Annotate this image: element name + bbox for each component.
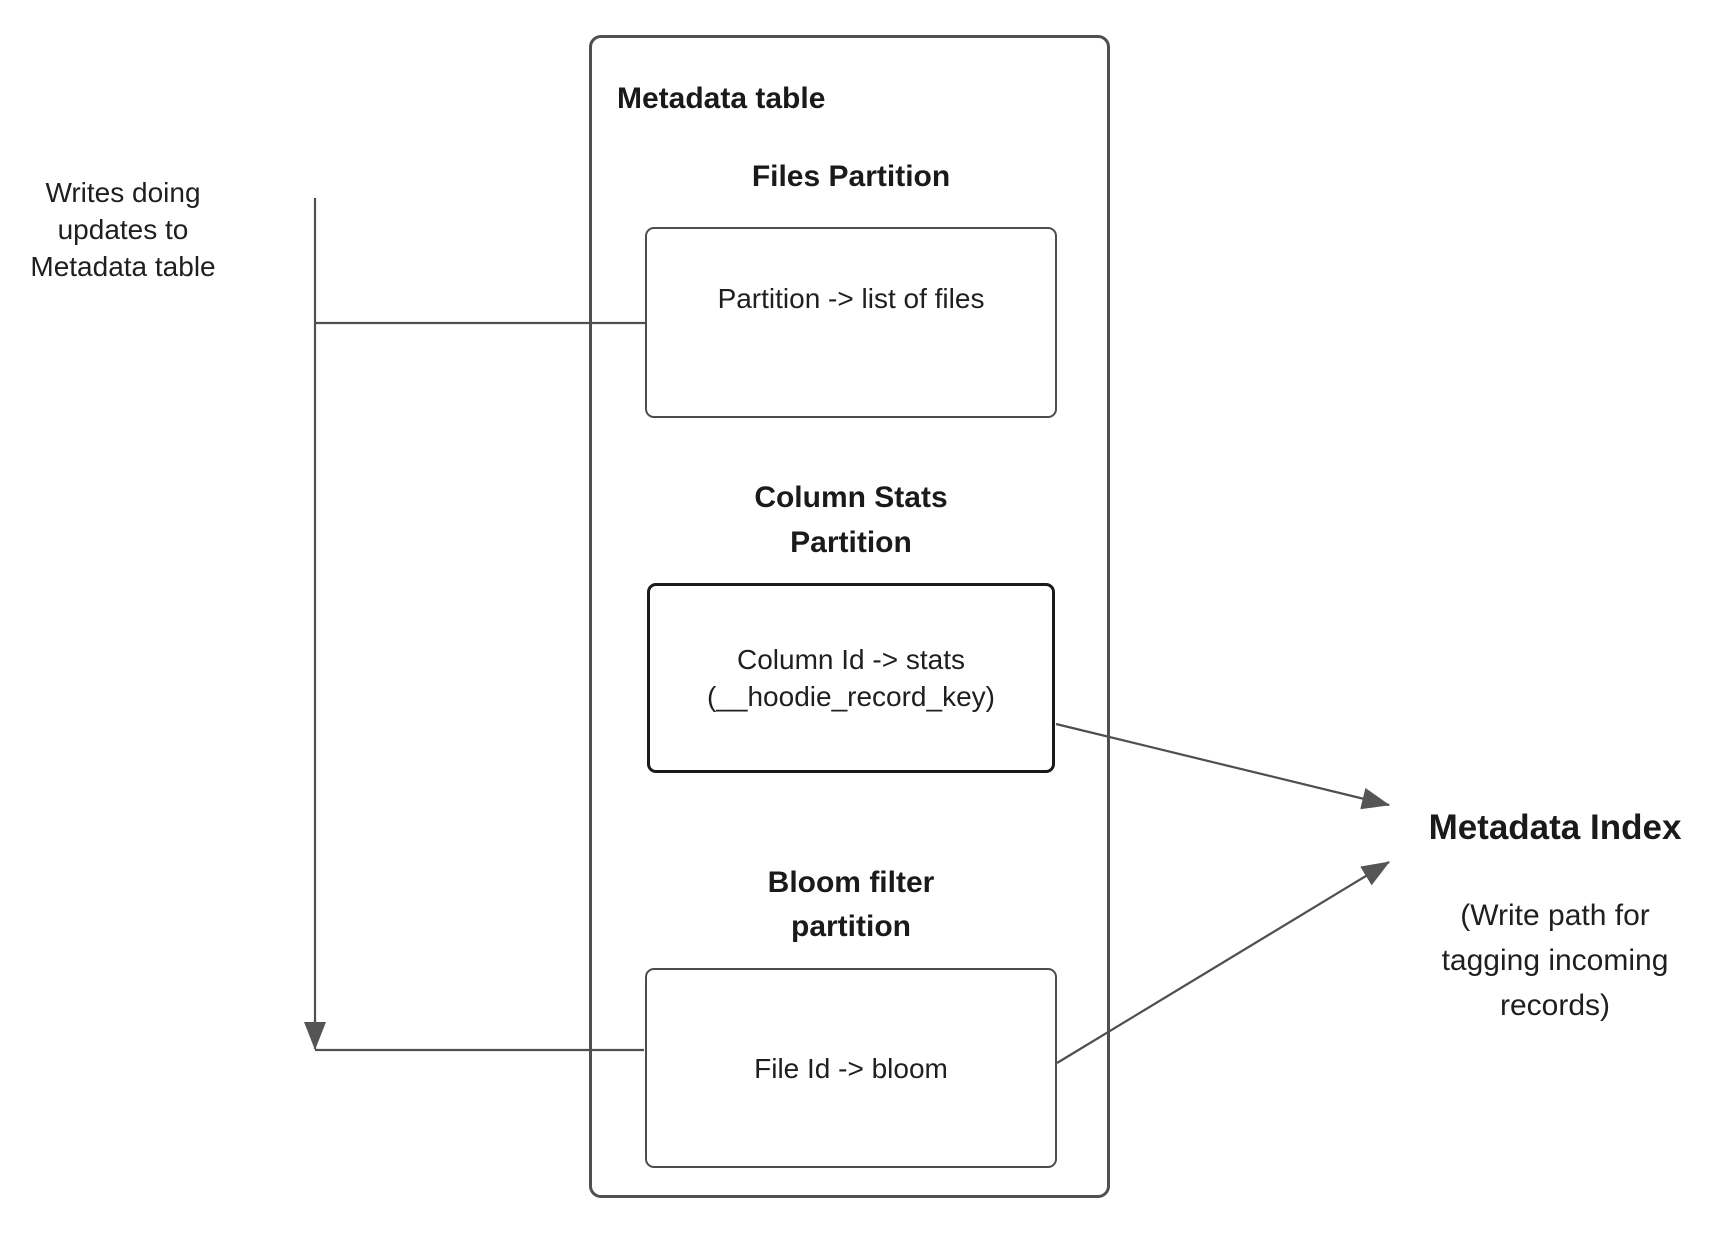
column-stats-partition-box: Column Id -> stats (__hoodie_record_key) [647,583,1055,773]
column-stats-box-text: Column Id -> stats (__hoodie_record_key) [707,641,995,715]
files-partition-box: Partition -> list of files [645,227,1057,418]
metadata-index-note: (Write path for tagging incoming records… [1441,899,1669,1022]
files-partition-heading: Files Partition [751,160,951,193]
column-stats-partition-heading: Column Stats Partition [754,481,948,559]
column-stats-box-text-line1: Column Id -> stats [737,644,965,675]
bloom-filter-partition-box: File Id -> bloom [645,968,1057,1168]
column-stats-box-text-line2: (__hoodie_record_key) [707,681,995,712]
metadata-table-title: Metadata table [617,82,826,115]
bloom-filter-partition-heading: Bloom filter partition [767,866,935,943]
files-partition-box-text: Partition -> list of files [717,283,985,314]
bloom-filter-box-text: File Id -> bloom [754,1052,948,1084]
metadata-table-container [589,35,1110,1198]
metadata-index-title: Metadata Index [1428,808,1682,847]
writes-note-label: Writes doing updates to Metadata table [30,177,216,282]
